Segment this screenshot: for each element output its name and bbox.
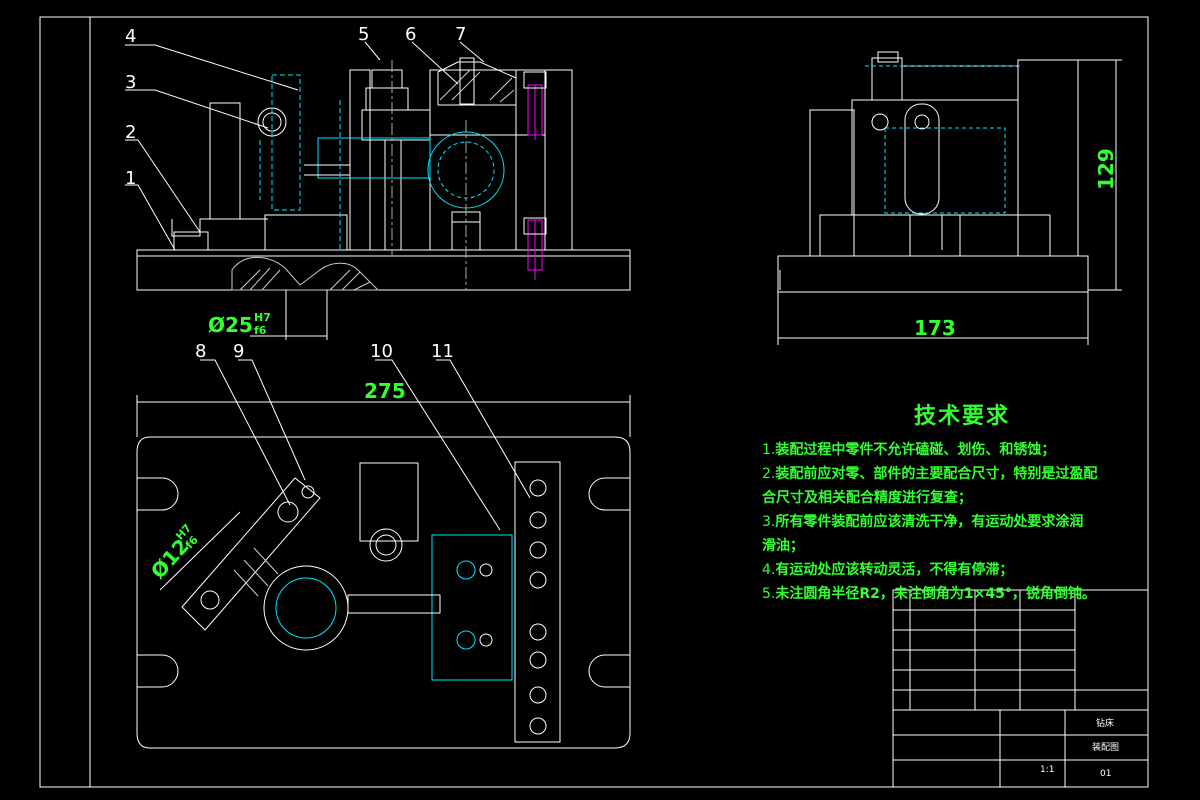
requirement-text: 合尺寸及相关配合精度进行复查； [762,490,972,506]
part-label-9: 9 [233,341,244,362]
bore-fit-upper: H7 [254,311,271,324]
leader-lines-front [125,41,485,251]
part-label-6: 6 [405,24,416,45]
leader-lines-plan [200,359,531,531]
requirement-text: 未注圆角半径R2，未注倒角为1×45°，锐角倒钝。 [775,586,1096,602]
bore-fit-value: Ø25 [208,313,253,337]
requirement-line: 4.有运动处应该转动灵活，不得有停滞； [762,558,1162,582]
height-dimension: 129 [1094,148,1118,190]
requirement-number: 5. [762,586,776,602]
requirement-number: 1. [762,442,776,458]
requirement-line: 3.所有零件装配前应该清洗干净，有运动处要求涂润 [762,510,1162,534]
plan-view [136,436,631,749]
bore-fit-lower: f6 [254,324,267,337]
side-dimension-lines [777,59,1122,345]
part-label-1: 1 [125,168,136,189]
title-block-texts: 钻床 装配图 1:1 01 [1040,717,1119,779]
side-view [777,51,1089,293]
part-label-11: 11 [431,341,454,362]
part-label-8: 8 [195,341,206,362]
requirement-line: 1.装配过程中零件不允许磕碰、划伤、和锈蚀； [762,438,1162,462]
part-label-10: 10 [370,341,393,362]
requirement-text: 装配前应对零、部件的主要配合尺寸，特别是过盈配 [775,466,1098,482]
requirement-text: 装配过程中零件不允许磕碰、划伤、和锈蚀； [775,442,1056,458]
requirement-text: 有运动处应该转动灵活，不得有停滞； [775,562,1014,578]
requirement-text: 所有零件装配前应该清洗干净，有运动处要求涂润 [775,514,1084,530]
technical-requirements: 技术要求 1.装配过程中零件不允许磕碰、划伤、和锈蚀； 2.装配前应对零、部件的… [762,398,1162,606]
part-label-3: 3 [125,72,136,93]
requirement-number: 3. [762,514,776,530]
requirement-text: 滑油； [762,538,804,554]
bore-dimension-lines [250,290,328,340]
sheet-border [39,16,1149,788]
requirement-number: 4. [762,562,776,578]
part-label-4: 4 [125,26,136,47]
drawing-name-label: 装配图 [1092,741,1119,753]
material-label: 钻床 [1096,717,1114,729]
requirement-line: 滑油； [762,534,1162,558]
requirement-line: 2.装配前应对零、部件的主要配合尺寸，特别是过盈配 [762,462,1162,486]
width-side-dimension: 173 [914,316,956,340]
sheet-number-label: 01 [1100,769,1111,779]
front-view [136,57,631,291]
part-label-7: 7 [455,24,466,45]
length-plan-dimension: 275 [364,379,406,403]
requirement-number: 2. [762,466,776,482]
title-block [892,589,1149,788]
part-number-labels: 4 3 2 1 5 6 7 8 9 10 11 [125,24,466,362]
part-label-2: 2 [125,122,136,143]
part-label-5: 5 [358,24,369,45]
requirement-line: 5.未注圆角半径R2，未注倒角为1×45°，锐角倒钝。 [762,582,1162,606]
plan-dimension-lines [136,395,631,591]
technical-requirements-title: 技术要求 [913,404,1010,429]
requirement-line: 合尺寸及相关配合精度进行复查； [762,486,1162,510]
scale-label: 1:1 [1040,765,1054,775]
